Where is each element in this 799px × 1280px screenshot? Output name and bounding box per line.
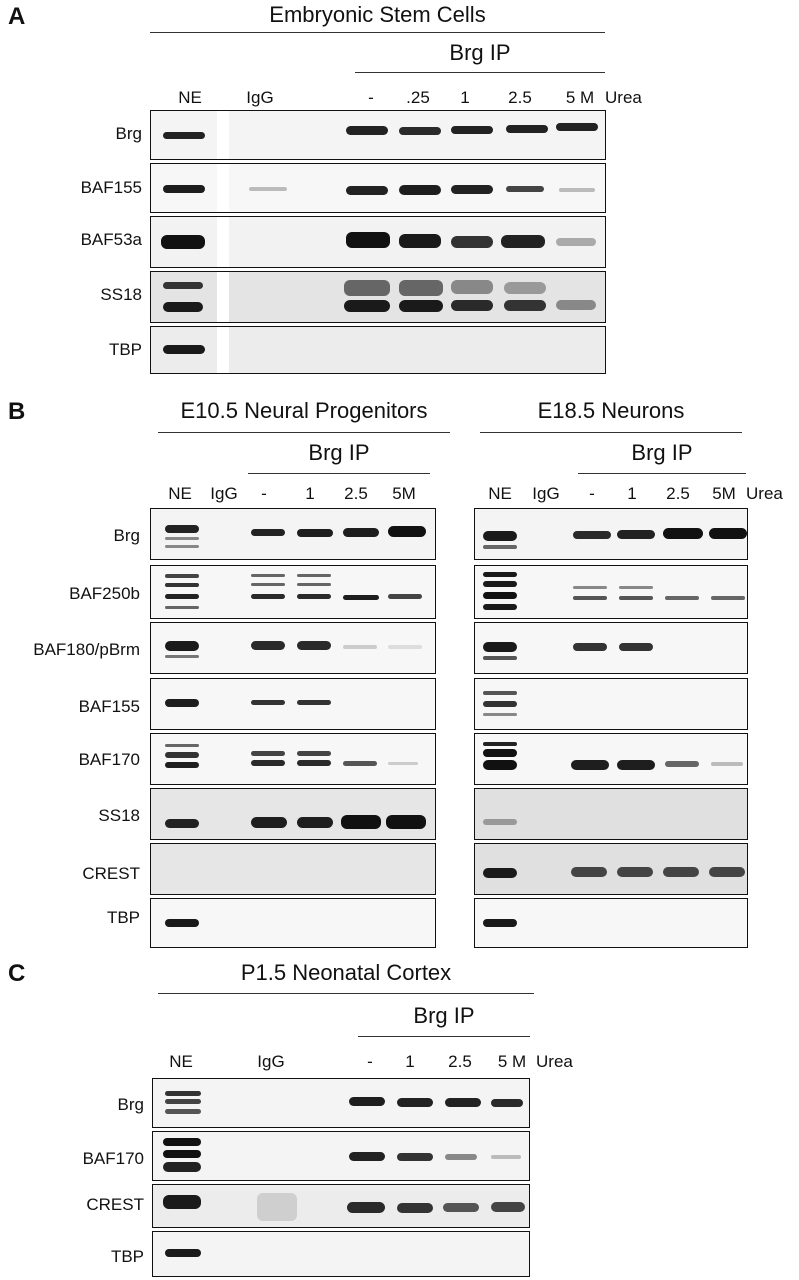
lane-label: IgG	[532, 484, 560, 503]
row-label: TBP	[108, 340, 142, 359]
lane-label: 2.5	[508, 88, 532, 107]
lane-label: NE	[178, 88, 202, 107]
blot-strip	[150, 326, 606, 374]
blot-strip	[150, 733, 436, 785]
lane-label: .25	[406, 88, 430, 107]
row-label: Brg	[113, 526, 140, 545]
lane-label: IgG	[257, 1052, 285, 1071]
blot-strip	[474, 733, 748, 785]
panel-b-right-title: E18.5 Neurons	[537, 398, 685, 423]
lane-label: NE	[168, 484, 192, 503]
row-label: BAF250b	[69, 584, 140, 603]
urea-label: Urea	[746, 484, 783, 503]
blot-strip	[150, 843, 436, 895]
row-label: BAF53a	[80, 230, 142, 249]
panel-b-left-title-underline	[158, 432, 450, 433]
blot-strip	[152, 1078, 530, 1128]
blot-strip	[150, 216, 606, 268]
panel-c-ip-underline	[358, 1036, 530, 1037]
lane-label: IgG	[210, 484, 238, 503]
panel-a-title-underline	[150, 32, 605, 33]
blot-strip	[150, 622, 436, 674]
panel-letter-b: B	[8, 398, 26, 425]
row-label: SS18	[98, 806, 140, 825]
blot-strip	[150, 565, 436, 619]
lane-label: -	[261, 484, 267, 503]
blot-strip	[150, 788, 436, 840]
blot-strip	[152, 1184, 530, 1228]
row-label: TBP	[110, 1247, 144, 1266]
panel-c-title-underline	[158, 993, 534, 994]
lane-label: 2.5	[344, 484, 368, 503]
panel-c-ip-label: Brg IP	[413, 1003, 475, 1028]
lane-label: NE	[488, 484, 512, 503]
blot-strip	[150, 271, 606, 323]
lane-label: 1	[627, 484, 637, 503]
lane-label: NE	[169, 1052, 193, 1071]
panel-b-right-ip-underline	[578, 473, 746, 474]
row-label: Brg	[117, 1095, 144, 1114]
blot-strip	[474, 565, 748, 619]
row-label: BAF180/pBrm	[33, 640, 140, 659]
panel-a-ip-underline	[355, 72, 605, 73]
panel-b-left-title: E10.5 Neural Progenitors	[180, 398, 428, 423]
row-label: BAF155	[80, 178, 142, 197]
blot-strip	[150, 110, 606, 160]
lane-label: -	[367, 1052, 373, 1071]
blot-strip	[474, 788, 748, 840]
panel-a-ip-label: Brg IP	[449, 40, 511, 65]
blot-strip	[150, 163, 606, 213]
row-label: SS18	[100, 285, 142, 304]
panel-letter-c: C	[8, 960, 26, 987]
blot-strip	[150, 678, 436, 730]
lane-label: IgG	[246, 88, 274, 107]
lane-label: 1	[460, 88, 470, 107]
row-label: BAF170	[82, 1149, 144, 1168]
blot-strip	[474, 843, 748, 895]
row-label: Brg	[115, 124, 142, 143]
lane-label: 2.5	[666, 484, 690, 503]
urea-label: Urea	[605, 88, 642, 107]
lane-label: 2.5	[448, 1052, 472, 1071]
urea-label: Urea	[536, 1052, 573, 1071]
lane-label: 1	[405, 1052, 415, 1071]
lane-label: -	[589, 484, 595, 503]
lane-label: 1	[305, 484, 315, 503]
blot-strip	[474, 678, 748, 730]
row-label: BAF155	[78, 697, 140, 716]
blot-strip	[474, 622, 748, 674]
lane-label: 5M	[392, 484, 416, 503]
row-label: BAF170	[78, 750, 140, 769]
row-label: CREST	[86, 1195, 144, 1214]
blot-strip	[150, 898, 436, 948]
blot-strip	[150, 508, 436, 560]
panel-a-title: Embryonic Stem Cells	[269, 2, 486, 27]
row-label: CREST	[82, 864, 140, 883]
panel-b-left-ip-underline	[248, 473, 430, 474]
blot-strip	[152, 1131, 530, 1181]
panel-c-title: P1.5 Neonatal Cortex	[240, 960, 452, 985]
lane-label: 5M	[712, 484, 736, 503]
blot-strip	[474, 508, 748, 560]
panel-b-right-ip-label: Brg IP	[631, 440, 693, 465]
lane-label: 5 M	[565, 88, 595, 107]
row-label: TBP	[106, 908, 140, 927]
blot-strip	[152, 1231, 530, 1277]
lane-label: -	[368, 88, 374, 107]
blot-strip	[474, 898, 748, 948]
panel-b-left-ip-label: Brg IP	[308, 440, 370, 465]
lane-label: 5 M	[497, 1052, 527, 1071]
panel-letter-a: A	[8, 3, 26, 30]
panel-b-right-title-underline	[480, 432, 742, 433]
